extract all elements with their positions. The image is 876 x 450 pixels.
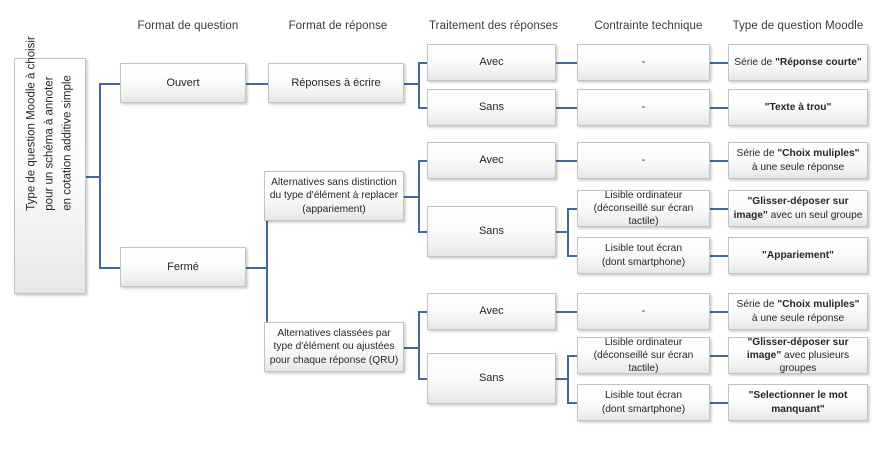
connector-contrainte3-to-type3 [710,160,728,162]
node-contrainte-5-text: Lisible tout écran (dont smartphone) [601,243,686,268]
connector-contrainte2-to-type2 [710,107,728,109]
connector-root-to-ferme [99,267,121,269]
connector-sans3-to-ordi [567,355,578,357]
connector-avec2-to-contrainte [556,160,578,162]
root-node-text: Type de question Moodle à choisir pour u… [25,36,73,211]
node-moodle-type-6-text: Série de "Choix muliples" à une seule ré… [736,299,860,324]
node-contrainte-4-text: Lisible ordinateur (déconseillé sur écra… [593,189,694,228]
connector-group2-to-sans [418,231,428,233]
connector-contrainte5-to-type5 [710,255,728,257]
node-moodle-type-2[interactable]: "Texte à trou" [728,89,868,126]
node-moodle-type-5[interactable]: "Appariement" [728,237,868,274]
node-contrainte-7-text: Lisible ordinateur (déconseillé sur écra… [593,336,694,375]
node-format-reponse-qru[interactable]: Alternatives classées par type d'élément… [264,322,404,372]
node-format-reponse-appariement-text: Alternatives sans distinction du type d'… [269,177,399,215]
node-moodle-type-7-text: "Glisser-déposer sur image" avec plusieu… [746,336,850,375]
node-contrainte-7-lisible-ordinateur[interactable]: Lisible ordinateur (déconseillé sur écra… [577,337,710,374]
connector-sans2-trunk [567,208,569,256]
node-format-question-ferme[interactable]: Fermé [120,247,246,287]
connector-contrainte6-to-type6 [710,311,728,313]
node-format-reponse-qru-text: Alternatives classées par type d'élément… [269,328,399,366]
connector-sans2-to-ordi [567,208,578,210]
node-contrainte-8-lisible-tout-ecran[interactable]: Lisible tout écran (dont smartphone) [577,384,710,421]
node-moodle-type-3-text: Série de "Choix muliples" à une seule ré… [736,148,860,173]
column-header-traitement-des-reponses: Traitement des réponses [428,20,559,32]
node-contrainte-6[interactable]: - [577,293,710,330]
connector-alt1-stub [400,196,419,198]
node-moodle-type-8-text: "Selectionner le mot manquant" [748,390,848,415]
connector-group3-trunk [418,311,420,379]
connector-group2-to-avec [418,160,428,162]
connector-group3-to-sans [418,378,428,380]
node-traitement-sans-1[interactable]: Sans [427,89,556,126]
node-format-reponse-appariement[interactable]: Alternatives sans distinction du type d'… [264,171,404,221]
connector-sans3-trunk [567,355,569,403]
node-moodle-type-6[interactable]: Série de "Choix muliples" à une seule ré… [728,293,868,330]
node-traitement-avec-3[interactable]: Avec [427,293,556,330]
root-node-question-type[interactable]: Type de question Moodle à choisir pour u… [14,36,86,294]
node-moodle-type-1[interactable]: Série de "Réponse courte" [728,44,868,81]
connector-avec3-to-contrainte [556,311,578,313]
node-traitement-avec-1[interactable]: Avec [427,44,556,81]
column-header-contrainte-technique: Contrainte technique [594,20,703,32]
node-contrainte-1[interactable]: - [577,44,710,81]
connector-avec1-to-contrainte [556,62,578,64]
column-header-format-question: Format de question [137,20,239,32]
connector-alt2-stub [400,347,419,349]
connector-ouvert-to-reponses [245,83,269,85]
node-moodle-type-7[interactable]: "Glisser-déposer sur image" avec plusieu… [728,337,868,374]
column-header-type-question-moodle: Type de question Moodle [732,20,864,32]
node-traitement-sans-3[interactable]: Sans [427,353,556,404]
node-contrainte-4-lisible-ordinateur[interactable]: Lisible ordinateur (déconseillé sur écra… [577,190,710,227]
connector-sans2-stub [556,231,568,233]
connector-sans3-stub [556,378,568,380]
node-moodle-type-4-text: "Glisser-déposer sur image" avec un seul… [733,196,863,221]
connector-contrainte8-to-type8 [710,402,728,404]
column-header-format-reponse: Format de réponse [288,20,388,32]
node-moodle-type-5-text: "Appariement" [762,249,834,261]
connector-ferme-stub [245,267,267,269]
connector-sans3-to-toutecran [567,402,578,404]
node-moodle-type-2-text: "Texte à trou" [764,101,832,113]
connector-contrainte7-to-type7 [710,355,728,357]
node-contrainte-2[interactable]: - [577,89,710,126]
connector-root-stub [86,176,100,178]
node-traitement-sans-2[interactable]: Sans [427,206,556,257]
connector-root-trunk [99,83,101,268]
node-moodle-type-3[interactable]: Série de "Choix muliples" à une seule ré… [728,142,868,179]
node-contrainte-3[interactable]: - [577,142,710,179]
connector-ferme-trunk [266,196,268,348]
connector-sans2-to-toutecran [567,255,578,257]
connector-sans1-to-contrainte [556,107,578,109]
node-format-question-ouvert[interactable]: Ouvert [120,63,246,103]
connector-group2-trunk [418,160,420,232]
connector-contrainte4-to-type4 [710,208,728,210]
node-contrainte-5-lisible-tout-ecran[interactable]: Lisible tout écran (dont smartphone) [577,237,710,274]
connector-group1-trunk [418,62,420,108]
connector-group1-to-avec [418,62,428,64]
connector-group1-to-sans [418,107,428,109]
connector-group3-to-avec [418,311,428,313]
connector-root-to-ouvert [99,83,121,85]
connector-reponses-stub [404,83,419,85]
node-contrainte-8-text: Lisible tout écran (dont smartphone) [601,390,686,415]
node-moodle-type-1-text: Série de "Réponse courte" [734,56,862,68]
connector-contrainte1-to-type1 [710,62,728,64]
node-moodle-type-8[interactable]: "Selectionner le mot manquant" [728,384,868,421]
node-moodle-type-4[interactable]: "Glisser-déposer sur image" avec un seul… [728,190,868,227]
node-traitement-avec-2[interactable]: Avec [427,142,556,179]
node-format-reponse-ecrire[interactable]: Réponses à écrire [268,63,404,103]
